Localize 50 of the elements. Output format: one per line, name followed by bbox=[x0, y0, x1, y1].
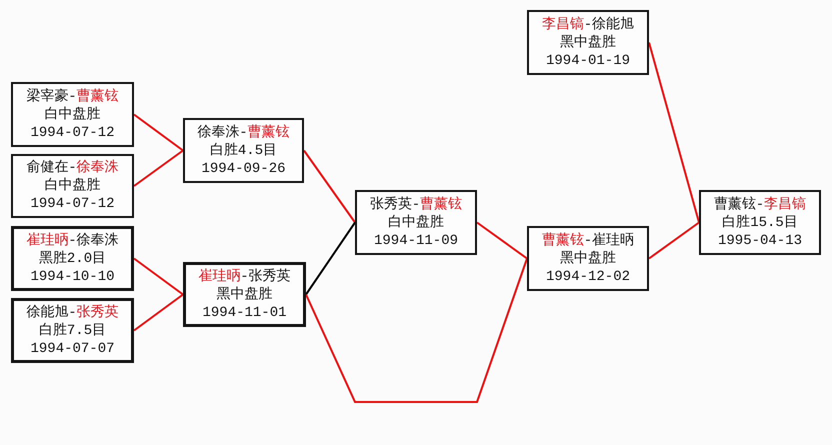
player-names: 曹薰铉-崔珪昞 bbox=[542, 232, 634, 250]
game-result: 黑中盘胜 bbox=[560, 34, 616, 52]
bracket-line bbox=[476, 222, 528, 260]
bracket-line bbox=[133, 294, 184, 332]
game-result: 白中盘胜 bbox=[44, 177, 100, 195]
game-date: 1995-04-13 bbox=[718, 232, 802, 250]
bracket-line bbox=[305, 222, 356, 296]
match-box bbox=[699, 190, 821, 255]
game-date: 1994-09-26 bbox=[201, 160, 286, 178]
match-box bbox=[527, 10, 649, 75]
game-date: 1994-11-01 bbox=[202, 304, 286, 322]
game-result: 黑中盘胜 bbox=[216, 286, 272, 304]
player-names: 梁宰豪-曹薰铉 bbox=[26, 88, 119, 106]
player-names: 崔珪昞-张秀英 bbox=[198, 268, 291, 286]
bracket-line bbox=[133, 150, 184, 187]
bracket-line bbox=[648, 222, 700, 260]
player-names: 俞健在-徐奉洙 bbox=[26, 159, 119, 177]
bracket-line bbox=[303, 150, 356, 224]
game-result: 白中盘胜 bbox=[388, 214, 444, 232]
player-names: 张秀英-曹薰铉 bbox=[370, 196, 462, 214]
game-date: 1994-01-19 bbox=[546, 52, 630, 70]
match-box bbox=[183, 262, 306, 327]
bracket-line bbox=[133, 258, 184, 296]
match-box bbox=[11, 154, 134, 218]
bracket-line bbox=[133, 114, 184, 152]
match-box bbox=[11, 82, 134, 147]
bracket-line bbox=[648, 42, 700, 223]
game-result: 白胜7.5目 bbox=[38, 322, 106, 340]
game-result: 黑中盘胜 bbox=[560, 250, 616, 268]
match-box bbox=[527, 226, 649, 291]
game-date: 1994-07-12 bbox=[30, 124, 114, 142]
game-date: 1994-07-07 bbox=[30, 340, 114, 358]
game-result: 黑胜2.0目 bbox=[38, 250, 106, 268]
game-date: 1994-12-02 bbox=[546, 268, 630, 286]
bracket-line bbox=[305, 258, 528, 403]
game-date: 1994-07-12 bbox=[30, 195, 114, 213]
player-names: 曹薰铉-李昌镐 bbox=[714, 196, 806, 214]
game-result: 白胜4.5目 bbox=[210, 142, 278, 160]
match-box bbox=[355, 190, 477, 255]
game-date: 1994-10-10 bbox=[30, 268, 114, 286]
player-names: 徐能旭-张秀英 bbox=[26, 304, 119, 322]
match-box bbox=[11, 298, 134, 363]
match-box bbox=[11, 226, 134, 291]
player-names: 徐奉洙-曹薰铉 bbox=[197, 124, 290, 142]
game-date: 1994-11-09 bbox=[374, 232, 458, 250]
player-names: 崔珪昞-徐奉洙 bbox=[26, 232, 119, 250]
game-result: 白中盘胜 bbox=[44, 106, 100, 124]
player-names: 李昌镐-徐能旭 bbox=[542, 16, 634, 34]
match-box bbox=[183, 118, 304, 183]
game-result: 白胜15.5目 bbox=[722, 214, 798, 232]
